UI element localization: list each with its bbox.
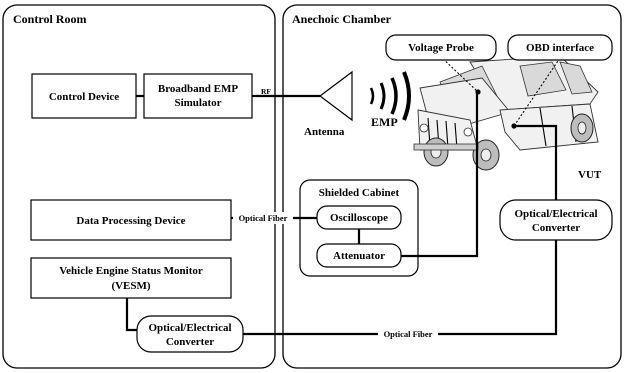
emp-wave-icon (369, 71, 411, 121)
control-room-panel (2, 4, 276, 369)
vesm-to-converter-link (125, 298, 137, 332)
oe-converter-left-line2: Converter (166, 336, 214, 348)
vehicle-illustration (413, 55, 599, 171)
obd-interface-pointer (513, 57, 561, 127)
control-device-box (31, 73, 137, 119)
emp-simulator-label-line1: Broadband EMP (158, 83, 238, 95)
oe-converter-right-box (499, 199, 613, 241)
oe-converter-right-line1: Optical/Electrical (514, 208, 597, 220)
obd-to-converter-cable (514, 124, 558, 200)
control-device-label: Control Device (49, 91, 119, 103)
data-processing-label: Data Processing Device (76, 215, 185, 227)
optical-fiber-top-label-bg (233, 212, 293, 224)
attenuator-label: Attenuator (333, 250, 385, 262)
optical-fiber-top-label: Optical Fiber (239, 213, 288, 223)
obd-interface-label: OBD interface (526, 42, 594, 54)
optical-fiber-bottom (243, 240, 558, 336)
vut-label: VUT (578, 169, 602, 181)
obd-interface-box (507, 34, 613, 61)
emp-label: EMP (371, 115, 398, 129)
emp-simulator-label-line2: Simulator (174, 97, 221, 109)
anechoic-chamber-title: Anechoic Chamber (292, 12, 392, 26)
oscilloscope-label: Oscilloscope (330, 212, 388, 224)
vesm-box (30, 257, 232, 299)
emp-simulator-box (143, 73, 253, 119)
shielded-cabinet-title: Shielded Cabinet (319, 187, 400, 199)
voltage-probe-pointer (439, 55, 479, 93)
antenna-label: Antenna (304, 126, 345, 138)
attenuator-to-probe-cable (401, 92, 479, 258)
rf-label: RF (261, 87, 271, 96)
vesm-label-line1: Vehicle Engine Status Monitor (59, 265, 203, 277)
optical-fiber-bottom-label-bg (378, 328, 438, 340)
voltage-probe-label: Voltage Probe (408, 42, 474, 54)
oe-converter-right-line2: Converter (532, 222, 580, 234)
voltage-probe-box (385, 34, 497, 61)
oe-converter-left-line1: Optical/Electrical (148, 322, 231, 334)
vesm-label-line2: (VESM) (111, 280, 150, 292)
antenna-icon (319, 70, 353, 122)
data-processing-box (30, 199, 232, 241)
optical-fiber-bottom-label: Optical Fiber (384, 329, 433, 339)
control-room-title: Control Room (13, 12, 86, 26)
